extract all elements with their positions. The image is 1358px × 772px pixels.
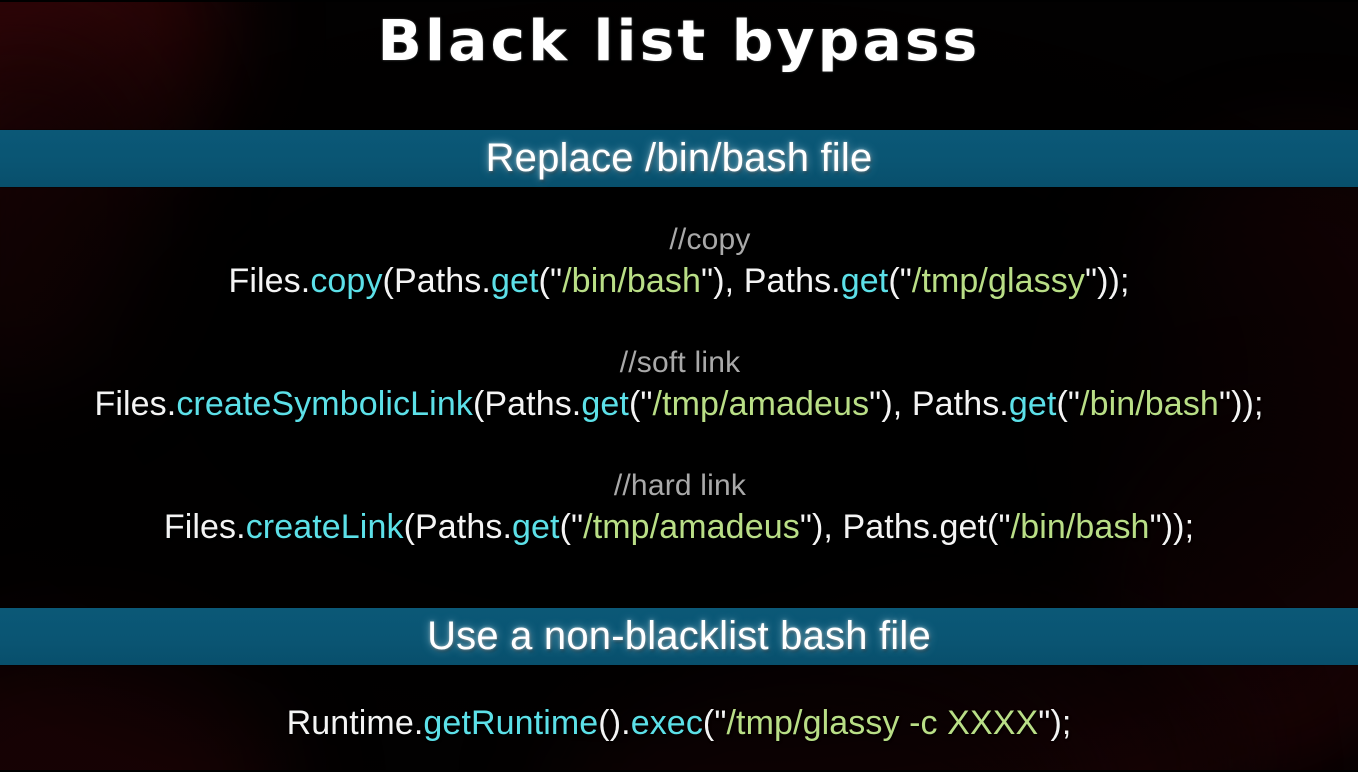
- code-token-method: get: [490, 262, 539, 300]
- code-token-plain: (": [559, 508, 584, 546]
- code-token-plain: (Paths.: [472, 385, 582, 423]
- code-token-string: /bin/bash: [1080, 385, 1219, 423]
- code-token-plain: (": [1056, 385, 1081, 423]
- code-token-plain: "));: [1084, 262, 1130, 300]
- code-snippet-copy: //copy Files.copy(Paths.get("/bin/bash")…: [0, 222, 1358, 304]
- code-token-string: /bin/bash: [1010, 508, 1150, 546]
- code-comment-copy: //copy: [669, 223, 751, 256]
- code-snippet-exec: Runtime.getRuntime().exec("/tmp/glassy -…: [0, 700, 1358, 746]
- code-comment-hard-link: //hard link: [613, 469, 747, 502]
- code-line-soft-link: Files.createSymbolicLink(Paths.get("/tmp…: [0, 381, 1358, 427]
- section-header-replace: Replace /bin/bash file: [0, 130, 1358, 187]
- code-token-plain: ().: [598, 704, 631, 742]
- code-snippet-soft-link: //soft link Files.createSymbolicLink(Pat…: [0, 345, 1358, 427]
- code-line-hard-link: Files.createLink(Paths.get("/tmp/amadeus…: [0, 504, 1358, 550]
- section-header-nonblacklist-label: Use a non-blacklist bash file: [427, 614, 931, 658]
- code-line-exec: Runtime.getRuntime().exec("/tmp/glassy -…: [0, 700, 1358, 746]
- code-token-plain: Files.: [94, 385, 177, 423]
- code-token-method: exec: [630, 704, 703, 742]
- code-token-string: /tmp/amadeus: [583, 508, 800, 546]
- code-token-method: get: [512, 508, 560, 546]
- section-header-nonblacklist: Use a non-blacklist bash file: [0, 608, 1358, 665]
- code-token-string: /tmp/glassy: [911, 262, 1085, 300]
- section-header-replace-label: Replace /bin/bash file: [485, 136, 873, 180]
- code-token-plain: Files.: [163, 508, 246, 546]
- code-token-method: get: [581, 385, 629, 423]
- code-token-string: /bin/bash: [562, 262, 702, 300]
- code-token-plain: (": [628, 385, 653, 423]
- code-token-method: createLink: [245, 508, 404, 546]
- code-token-plain: (Paths.: [403, 508, 512, 546]
- code-token-plain: (": [702, 704, 727, 742]
- code-token-plain: "), Paths.get(": [799, 508, 1011, 546]
- code-token-plain: (Paths.: [382, 262, 491, 300]
- code-token-plain: (": [538, 262, 563, 300]
- code-snippet-hard-link: //hard link Files.createLink(Paths.get("…: [0, 468, 1358, 550]
- code-token-string: /tmp/glassy -c XXXX: [726, 704, 1039, 742]
- code-token-plain: ");: [1038, 704, 1072, 742]
- code-token-plain: (": [888, 262, 912, 300]
- code-token-method: copy: [310, 262, 383, 300]
- code-token-plain: "), Paths.: [701, 262, 841, 300]
- code-token-method: get: [840, 262, 889, 300]
- code-token-method: createSymbolicLink: [176, 385, 473, 423]
- code-token-string: /tmp/amadeus: [652, 385, 870, 423]
- page-title: Black list bypass: [377, 9, 981, 74]
- code-comment-soft-link: //soft link: [619, 346, 741, 379]
- code-token-plain: "));: [1218, 385, 1264, 423]
- code-token-plain: "), Paths.: [869, 385, 1009, 423]
- code-token-plain: "));: [1149, 508, 1195, 546]
- code-token-method: getRuntime: [423, 704, 599, 742]
- code-line-copy: Files.copy(Paths.get("/bin/bash"), Paths…: [0, 258, 1358, 304]
- code-token-method: get: [1008, 385, 1057, 423]
- code-token-plain: Runtime.: [286, 704, 424, 742]
- code-token-plain: Files.: [228, 262, 311, 300]
